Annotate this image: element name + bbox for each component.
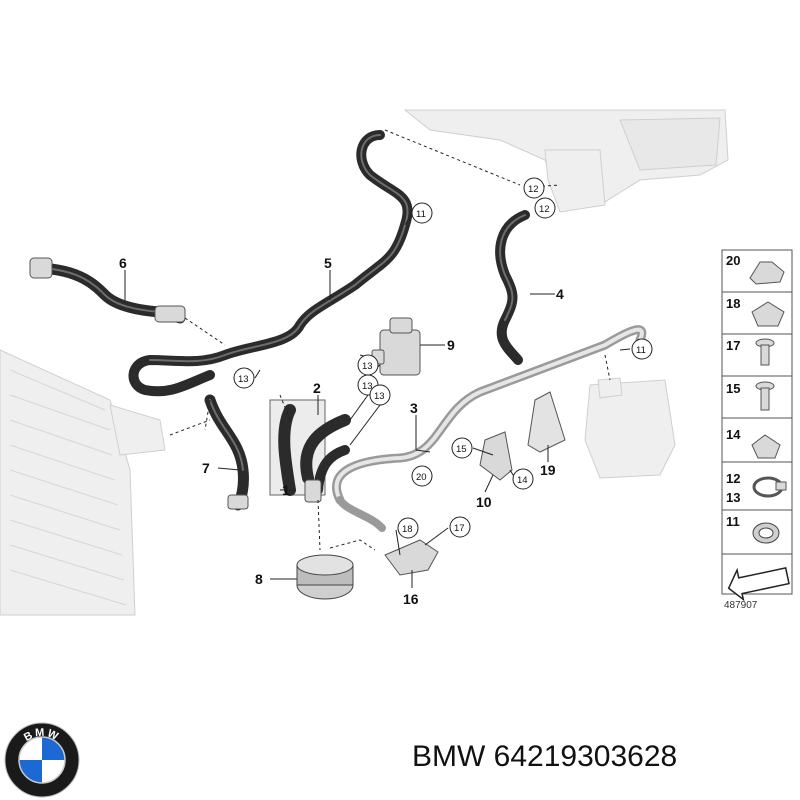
hose-clamp-icon	[752, 476, 787, 498]
logo-letters: BMW	[22, 727, 60, 744]
panel-item-14: 14	[726, 427, 741, 442]
pump-8	[296, 554, 354, 600]
callout-3: 3	[410, 400, 418, 416]
valve-9	[371, 317, 421, 376]
callout-12-b: 12	[539, 204, 550, 215]
callout-labels: 6 5 4 9 2 3 7 1 8 16 10 19	[119, 255, 564, 607]
hose-4	[495, 210, 530, 365]
panel-item-13: 13	[726, 490, 740, 505]
callout-13-b: 13	[362, 361, 373, 372]
bracket-19	[527, 391, 566, 453]
hose-6	[29, 257, 186, 324]
callout-2: 2	[313, 380, 321, 396]
panel-item-20: 20	[726, 253, 740, 268]
callout-9: 9	[447, 337, 455, 353]
hose-5	[128, 130, 413, 397]
callout-12-a: 12	[528, 184, 539, 195]
spring-clip-icon	[751, 301, 785, 327]
callout-5: 5	[324, 255, 332, 271]
svg-text:BMW: BMW	[22, 727, 62, 744]
circled-callouts: 12 12 11 11 13 13 13 13 20 15 14 18 17	[233, 177, 653, 539]
ghosted-radiator	[0, 349, 166, 616]
panel-item-15: 15	[726, 381, 740, 396]
callout-11-a: 11	[416, 209, 426, 220]
panel-item-12: 12	[726, 471, 740, 486]
footer-title: BMW 64219303628	[412, 740, 677, 774]
part-number: 64219303628	[493, 740, 678, 773]
callout-13-d: 13	[374, 391, 385, 402]
callout-20: 20	[416, 472, 427, 483]
band-clamp-icon	[752, 522, 780, 544]
callout-19: 19	[540, 462, 556, 478]
panel-item-18: 18	[726, 296, 740, 311]
bracket-16	[384, 539, 439, 576]
hose-7	[204, 394, 249, 511]
logo-quadrant-blue-1	[42, 737, 65, 760]
nut-icon	[751, 434, 781, 459]
callout-13-c: 13	[362, 381, 373, 392]
bracket-10	[479, 431, 513, 481]
callout-14: 14	[517, 475, 528, 486]
panel-item-11: 11	[726, 514, 740, 529]
callout-16: 16	[403, 591, 419, 607]
callout-17: 17	[454, 523, 465, 534]
callout-6: 6	[119, 255, 127, 271]
coolant-pipe-3	[332, 325, 647, 532]
screw-icon-17	[755, 338, 775, 366]
brand-name: BMW	[412, 740, 486, 773]
callout-10: 10	[476, 494, 492, 510]
screw-icon-15	[755, 381, 775, 411]
arrow-icon	[727, 567, 790, 602]
parts-panel: 20 18 17 15 14 12 13 11 487907	[721, 249, 793, 611]
diagram-code: 487907	[724, 600, 758, 611]
heat-exchanger-1	[269, 399, 351, 503]
ghosted-engine-block	[403, 109, 729, 213]
callout-4: 4	[556, 286, 564, 302]
panel-item-17: 17	[726, 338, 740, 353]
callout-11-b: 11	[636, 345, 646, 356]
bmw-logo: BMW	[4, 722, 80, 798]
callout-1: 1	[282, 482, 290, 498]
callout-18: 18	[402, 524, 413, 535]
clip-icon	[749, 261, 785, 285]
dashed-connections	[169, 129, 611, 551]
callout-7: 7	[202, 460, 210, 476]
callout-15: 15	[456, 444, 467, 455]
ghosted-expansion-tank	[584, 377, 676, 479]
logo-quadrant-blue-2	[19, 760, 42, 783]
callout-13-a: 13	[238, 374, 249, 385]
callout-8: 8	[255, 571, 263, 587]
